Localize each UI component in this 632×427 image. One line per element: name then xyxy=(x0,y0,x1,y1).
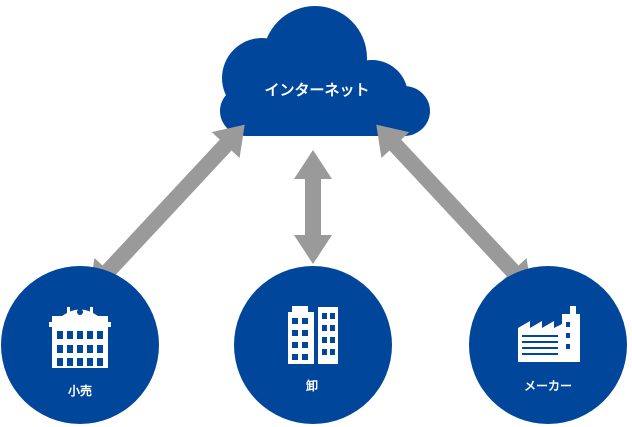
factory-icon xyxy=(518,306,580,362)
node-label-wholesale: 卸 xyxy=(305,379,318,393)
node-retail xyxy=(1,266,159,424)
node-label-retail: 小売 xyxy=(67,384,92,398)
cloud-label: インターネット xyxy=(264,81,370,99)
office-building-icon xyxy=(288,306,338,364)
arrow-cloud-wholesale xyxy=(294,150,332,264)
node-label-maker: メーカー xyxy=(523,379,572,393)
cloud-icon xyxy=(220,6,430,136)
node-wholesale xyxy=(234,266,392,424)
arrow-cloud-maker xyxy=(376,124,532,292)
arrow-cloud-retail xyxy=(89,124,245,292)
node-maker xyxy=(469,266,627,424)
store-building-icon xyxy=(49,307,111,368)
